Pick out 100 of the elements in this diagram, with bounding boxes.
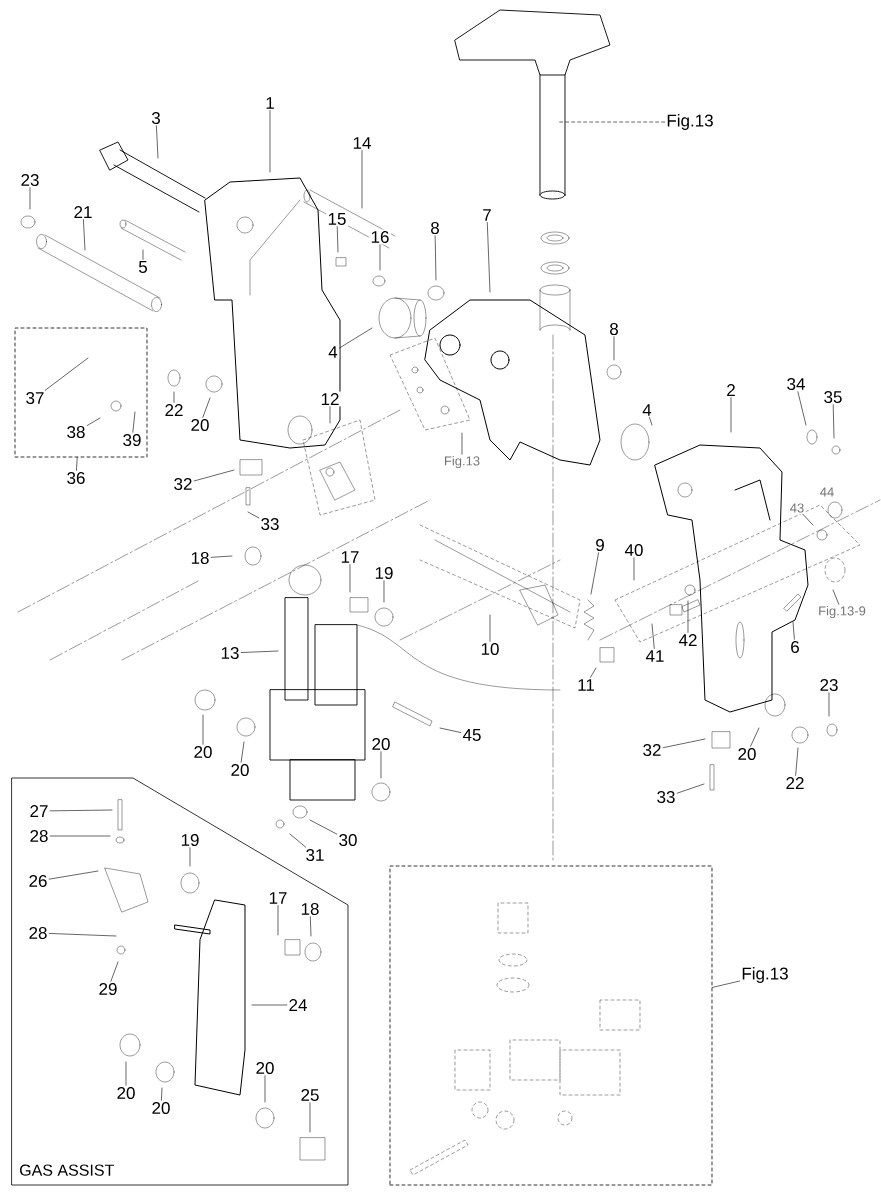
leader-line	[339, 327, 373, 349]
leader-line	[329, 406, 331, 424]
leader-line	[687, 600, 689, 633]
callout-number: 40	[623, 542, 645, 558]
callout-number: 42	[677, 632, 699, 648]
leader-line	[142, 249, 144, 260]
leader-line	[649, 417, 653, 426]
leader-line	[361, 150, 363, 209]
leader-line	[210, 555, 233, 558]
callout-number: 44	[818, 486, 836, 498]
leader-line	[795, 747, 799, 776]
callout-number: 33	[259, 516, 281, 532]
leader-line	[487, 222, 491, 293]
leader-line	[269, 110, 271, 173]
callout-number: 6	[788, 639, 802, 655]
leader-line	[193, 469, 235, 482]
leader-line	[247, 511, 260, 519]
leader-line	[132, 411, 136, 433]
figure-reference: Fig.13-9	[816, 604, 868, 620]
callout-number: 26	[27, 873, 49, 889]
callout-number: 20	[115, 1085, 137, 1101]
callout-number: 33	[655, 789, 677, 805]
callout-number: 18	[299, 901, 321, 917]
leader-line	[828, 692, 830, 717]
callout-number: 4	[326, 344, 340, 360]
callout-number: 17	[267, 890, 289, 906]
leader-line	[461, 432, 463, 455]
callout-number: 16	[369, 229, 391, 245]
callout-number: 38	[65, 424, 87, 440]
leader-line	[76, 457, 78, 471]
callout-number: 5	[136, 259, 150, 275]
callout-number: 20	[150, 1100, 172, 1116]
dashed-outline	[14, 327, 148, 458]
callout-number: 17	[339, 549, 361, 565]
leader-line	[336, 226, 339, 253]
callout-number: 23	[19, 172, 41, 188]
leader-line	[349, 564, 351, 593]
callout-number: 7	[480, 207, 494, 223]
callout-number: 10	[479, 641, 501, 657]
leader-line	[380, 751, 382, 779]
callout-number: 24	[287, 997, 309, 1013]
callout-number: 34	[785, 376, 807, 392]
leader-line	[379, 244, 381, 271]
leader-line	[83, 219, 86, 251]
callout-number: 21	[72, 204, 94, 220]
callout-number: 39	[121, 432, 143, 448]
leader-line	[156, 125, 159, 159]
callout-number: 20	[370, 736, 392, 752]
leader-line	[832, 404, 835, 439]
leader-line	[730, 397, 732, 433]
callout-number: 3	[149, 110, 163, 126]
callout-number: 11	[575, 677, 597, 693]
leader-line	[309, 819, 338, 835]
callout-number: 8	[607, 321, 621, 337]
leader-line	[590, 667, 597, 678]
leader-line	[240, 650, 279, 653]
callout-number: 20	[736, 746, 758, 762]
leader-line	[240, 741, 245, 763]
callout-number: 43	[788, 501, 806, 515]
callout-number: 8	[428, 220, 442, 236]
callout-number: 20	[189, 417, 211, 433]
leader-line	[29, 187, 31, 210]
leader-line	[439, 727, 462, 733]
callout-number: 23	[818, 677, 840, 693]
leader-line	[557, 121, 665, 123]
leader-line	[309, 1102, 311, 1133]
leader-line	[202, 397, 211, 418]
callout-number: 37	[24, 390, 46, 406]
leader-line	[434, 235, 437, 281]
leader-line	[125, 1061, 127, 1086]
callout-number: 22	[163, 402, 185, 418]
leader-line	[662, 738, 706, 748]
callout-number: 18	[189, 550, 211, 566]
leader-line	[48, 933, 117, 937]
callout-number: 28	[27, 925, 49, 941]
callout-number: 25	[299, 1087, 321, 1103]
leader-line	[676, 783, 705, 794]
callout-number: 1	[263, 95, 277, 111]
leader-line	[832, 589, 840, 605]
callout-number: 9	[593, 537, 607, 553]
callout-number: 31	[304, 847, 326, 863]
callout-number: 15	[326, 211, 348, 227]
callout-number: 29	[97, 981, 119, 997]
callout-number: 13	[219, 645, 241, 661]
leader-line	[264, 1075, 266, 1103]
callout-number: 32	[641, 742, 663, 758]
leader-line	[289, 833, 307, 848]
leader-line	[613, 336, 615, 361]
leader-line	[48, 870, 99, 880]
leader-line	[383, 580, 385, 603]
callout-number: 19	[373, 565, 395, 581]
callout-number: 45	[461, 727, 483, 743]
leader-line	[792, 621, 795, 640]
callout-number: 36	[65, 470, 87, 486]
figure-reference: Fig.13	[739, 965, 791, 985]
leader-line	[161, 1087, 163, 1101]
leader-line	[489, 614, 491, 642]
leader-line	[173, 391, 175, 403]
dashed-outline	[389, 865, 713, 1186]
leader-line	[110, 961, 119, 982]
